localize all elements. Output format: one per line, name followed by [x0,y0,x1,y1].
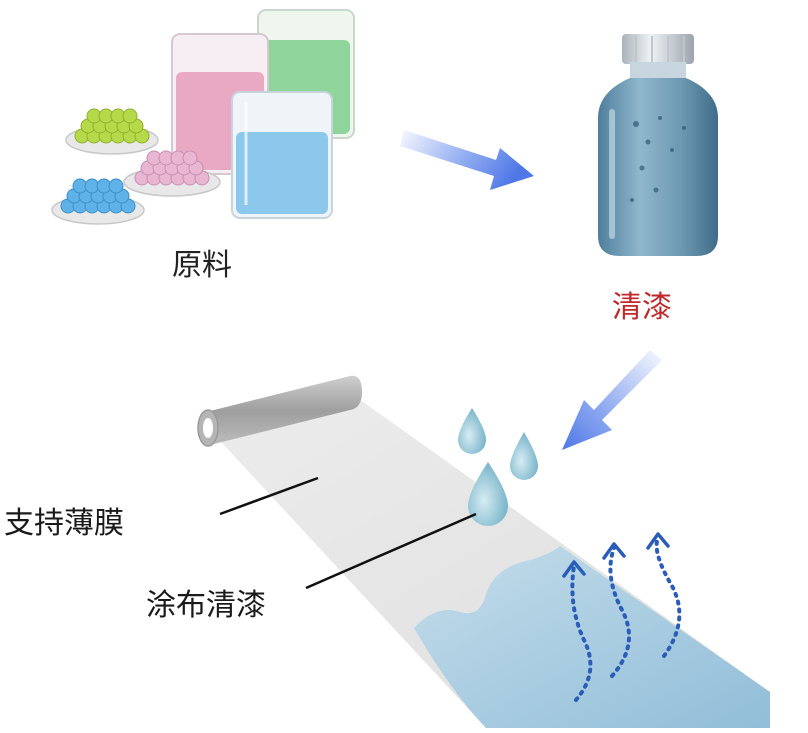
film-roll-icon [197,375,362,447]
beaker-blue [231,91,333,219]
coating-label: 涂布清漆 [146,588,266,623]
bead [122,108,138,124]
leader-line-coating [305,512,477,590]
clear-varnish-label: 清漆 [612,290,672,325]
arrow-to-coating [562,350,662,450]
bead [108,178,124,194]
bead [182,150,198,166]
vial-icon [598,34,718,256]
evaporation-arrow-heads [562,532,670,578]
evaporation-arrows [570,536,682,702]
droplet-icon [510,432,538,480]
coated-varnish [414,546,770,728]
raw-materials-label: 原料 [172,248,232,283]
petri-dish-green [65,108,159,155]
petri-dish-pink [123,150,221,197]
arrow-to-varnish [400,130,534,190]
droplet-icon [468,462,508,526]
petri-dish-blue [51,178,145,225]
support-film-label: 支持薄膜 [4,506,124,541]
leader-line-film [219,476,319,516]
droplet-icon [458,408,486,454]
